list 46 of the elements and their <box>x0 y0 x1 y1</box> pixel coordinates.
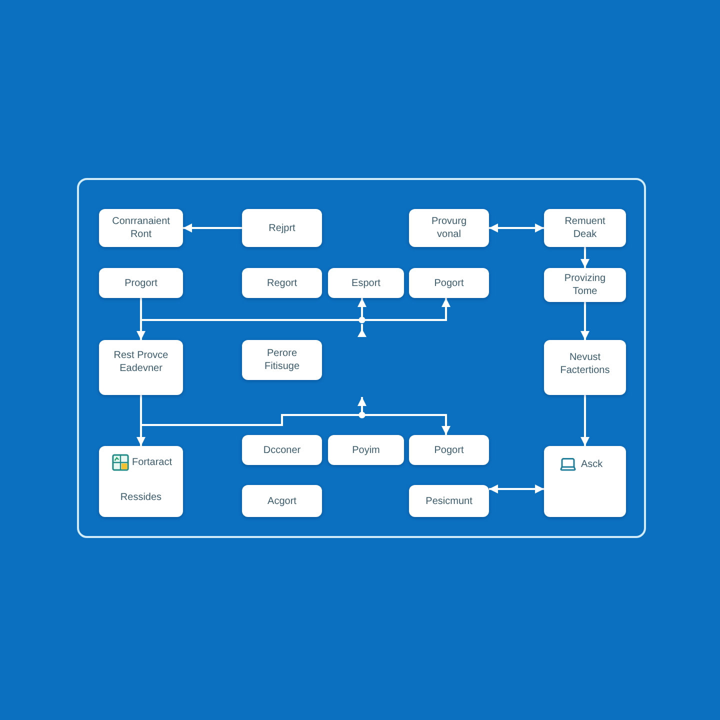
process-box <box>409 485 489 517</box>
arrow <box>580 395 590 446</box>
node-label: Pogort <box>434 276 464 290</box>
node-label: Conrranaient Ront <box>111 215 171 241</box>
arrow <box>183 224 242 232</box>
process-box <box>242 268 322 298</box>
process-box <box>99 446 183 517</box>
node-label: Rest Provce Eadevner <box>112 349 170 375</box>
process-box <box>409 268 489 298</box>
node-label: Regort <box>266 276 297 290</box>
node-label: Pogort <box>434 444 464 456</box>
node-label: Remuent Deak <box>564 215 606 241</box>
process-box <box>242 209 322 247</box>
node-label: Progort <box>124 276 158 290</box>
diagram-frame <box>77 178 646 538</box>
process-box <box>99 209 183 247</box>
arrow <box>489 484 544 494</box>
node-label: Asck <box>581 458 603 470</box>
node-label: Esport <box>352 276 380 290</box>
process-box <box>544 446 626 517</box>
arrow <box>580 247 590 268</box>
process-box <box>409 435 489 465</box>
process-box <box>409 209 489 247</box>
process-box <box>242 435 322 465</box>
process-box <box>242 485 322 517</box>
process-box <box>242 340 322 380</box>
node-label: Acgort <box>268 494 296 508</box>
process-box <box>99 268 183 298</box>
process-box <box>544 340 626 395</box>
node-label: Dcconer <box>263 444 301 456</box>
node-label: Rejprt <box>268 222 296 234</box>
process-box <box>328 435 404 465</box>
node-label: Provizing Tome <box>563 272 607 298</box>
node-label: Perore Fitisuge <box>263 347 300 373</box>
process-box <box>328 268 404 298</box>
arrow <box>489 224 544 232</box>
node-label: Poyim <box>352 444 380 456</box>
node-label: Fortaract <box>132 456 172 469</box>
process-box <box>544 268 626 302</box>
node-label: Provurg vonal <box>430 215 468 241</box>
arrow <box>580 302 590 340</box>
process-box <box>544 209 626 247</box>
node-label: Nevust Factertions <box>559 351 611 377</box>
node-label: Pesicmunt <box>426 494 472 508</box>
node-label: Ressides <box>120 491 162 504</box>
process-box <box>99 340 183 395</box>
